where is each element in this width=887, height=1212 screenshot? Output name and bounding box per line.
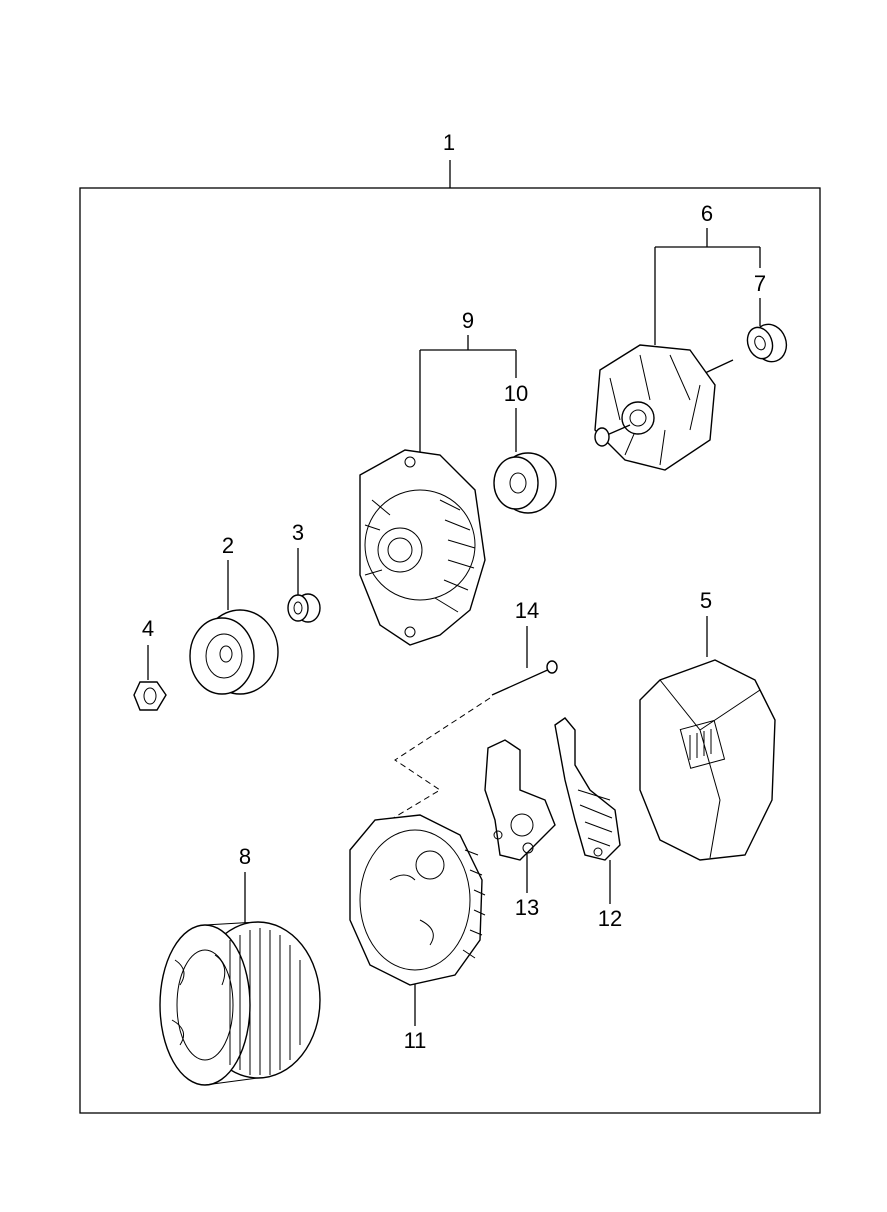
rectifier-part — [554, 717, 621, 861]
pulley-part — [189, 609, 279, 695]
callout-8[interactable]: 8 — [239, 844, 251, 869]
callout-11[interactable]: 11 — [404, 1028, 427, 1053]
callout-9[interactable]: 9 — [462, 308, 474, 333]
callout-10[interactable]: 10 — [504, 381, 528, 406]
leader-6 — [654, 228, 761, 345]
callout-4[interactable]: 4 — [142, 616, 154, 641]
callout-14[interactable]: 14 — [515, 598, 539, 623]
callout-1[interactable]: 1 — [443, 130, 455, 155]
rear-bracket-part — [349, 814, 486, 986]
through-bolt-part — [389, 660, 558, 821]
nut-part — [133, 681, 167, 711]
front-bearing-part — [493, 452, 557, 514]
regulator-part — [484, 739, 556, 861]
callout-3[interactable]: 3 — [292, 520, 304, 545]
callout-6[interactable]: 6 — [701, 201, 713, 226]
rear-bearing-part — [746, 323, 788, 363]
rear-cover-part — [639, 659, 776, 861]
callout-2[interactable]: 2 — [222, 533, 234, 558]
callout-7[interactable]: 7 — [754, 271, 766, 296]
spacer-part — [287, 593, 321, 623]
rotor-part — [594, 344, 734, 471]
callout-12[interactable]: 12 — [598, 906, 622, 931]
callout-5[interactable]: 5 — [700, 588, 712, 613]
callout-13[interactable]: 13 — [515, 895, 539, 920]
leader-9 — [419, 335, 517, 455]
stator-part — [159, 921, 321, 1086]
front-bracket-part — [359, 449, 486, 646]
